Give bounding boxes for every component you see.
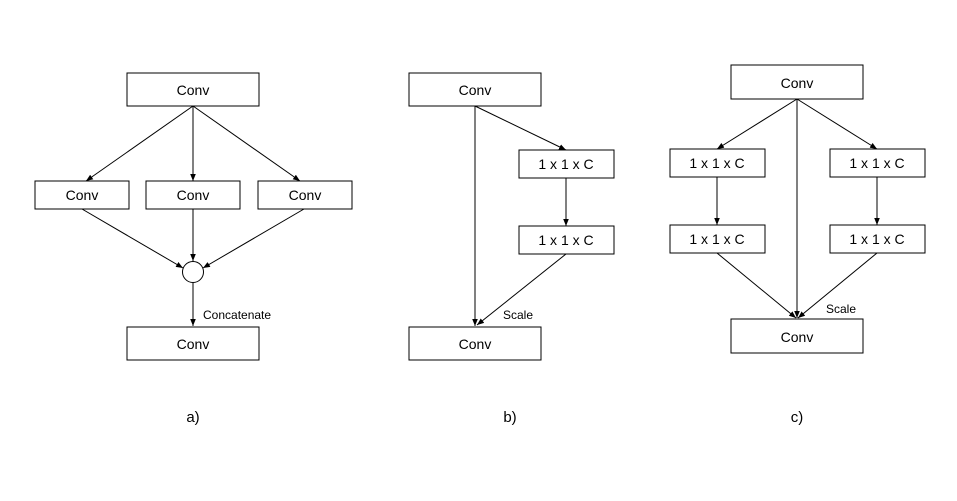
node-b-mid1-label: 1 x 1 x C bbox=[538, 156, 593, 172]
node-a-top-label: Conv bbox=[177, 82, 210, 98]
node-a-branch-right bbox=[257, 180, 353, 210]
edge-b-mid2-to-bottom bbox=[476, 253, 567, 326]
edge-b-top-to-mid1 bbox=[474, 105, 567, 151]
caption-b: b) bbox=[503, 409, 516, 426]
node-c-right2-label: 1 x 1 x C bbox=[849, 231, 904, 247]
node-b-mid1 bbox=[518, 149, 615, 179]
node-a-top-conv bbox=[126, 72, 260, 107]
panel-c: Conv 1 x 1 x C 1 x 1 x C 1 x 1 x C 1 x 1… bbox=[669, 64, 926, 426]
node-b-bottom-label: Conv bbox=[459, 336, 492, 352]
node-a-bottom-conv bbox=[126, 326, 260, 361]
scale-label-c: Scale bbox=[826, 302, 856, 316]
node-b-top-label: Conv bbox=[459, 82, 492, 98]
node-b-bottom-conv bbox=[408, 326, 542, 361]
node-c-left2-label: 1 x 1 x C bbox=[689, 231, 744, 247]
scale-label-b: Scale bbox=[503, 308, 533, 322]
node-a-branch-left bbox=[34, 180, 130, 210]
edge-c-right2-to-bottom bbox=[797, 252, 878, 319]
concatenate-label: Concatenate bbox=[203, 308, 271, 322]
node-c-right1 bbox=[829, 148, 926, 178]
panel-b: Conv 1 x 1 x C 1 x 1 x C Scale Conv b) bbox=[408, 72, 615, 426]
node-b-mid2-label: 1 x 1 x C bbox=[538, 232, 593, 248]
node-a-branch-mid-label: Conv bbox=[177, 187, 210, 203]
node-a-branch-mid bbox=[145, 180, 241, 210]
node-c-left1-label: 1 x 1 x C bbox=[689, 155, 744, 171]
edge-a-top-to-left bbox=[85, 105, 194, 182]
node-b-mid2 bbox=[518, 225, 615, 255]
node-c-top-label: Conv bbox=[781, 75, 814, 91]
concatenate-node bbox=[182, 261, 204, 283]
edge-c-top-to-right1 bbox=[796, 98, 878, 150]
edge-a-right-to-merge bbox=[202, 208, 305, 269]
node-c-right2 bbox=[829, 224, 926, 254]
node-a-branch-right-label: Conv bbox=[289, 187, 322, 203]
caption-c: c) bbox=[791, 409, 804, 426]
caption-a: a) bbox=[186, 409, 199, 426]
node-c-right1-label: 1 x 1 x C bbox=[849, 155, 904, 171]
node-c-bottom-label: Conv bbox=[781, 329, 814, 345]
node-a-bottom-label: Conv bbox=[177, 336, 210, 352]
node-c-bottom-conv bbox=[730, 318, 864, 354]
edge-a-left-to-merge bbox=[81, 208, 184, 269]
edge-a-top-to-right bbox=[192, 105, 301, 182]
edge-c-top-to-left1 bbox=[716, 98, 798, 150]
node-c-top-conv bbox=[730, 64, 864, 100]
edge-c-left2-to-bottom bbox=[716, 252, 797, 319]
node-c-left2 bbox=[669, 224, 766, 254]
node-a-branch-left-label: Conv bbox=[66, 187, 99, 203]
panel-a: Conv Conv Conv Conv Concatenate Conv a) bbox=[34, 72, 353, 426]
node-b-top-conv bbox=[408, 72, 542, 107]
node-c-left1 bbox=[669, 148, 766, 178]
